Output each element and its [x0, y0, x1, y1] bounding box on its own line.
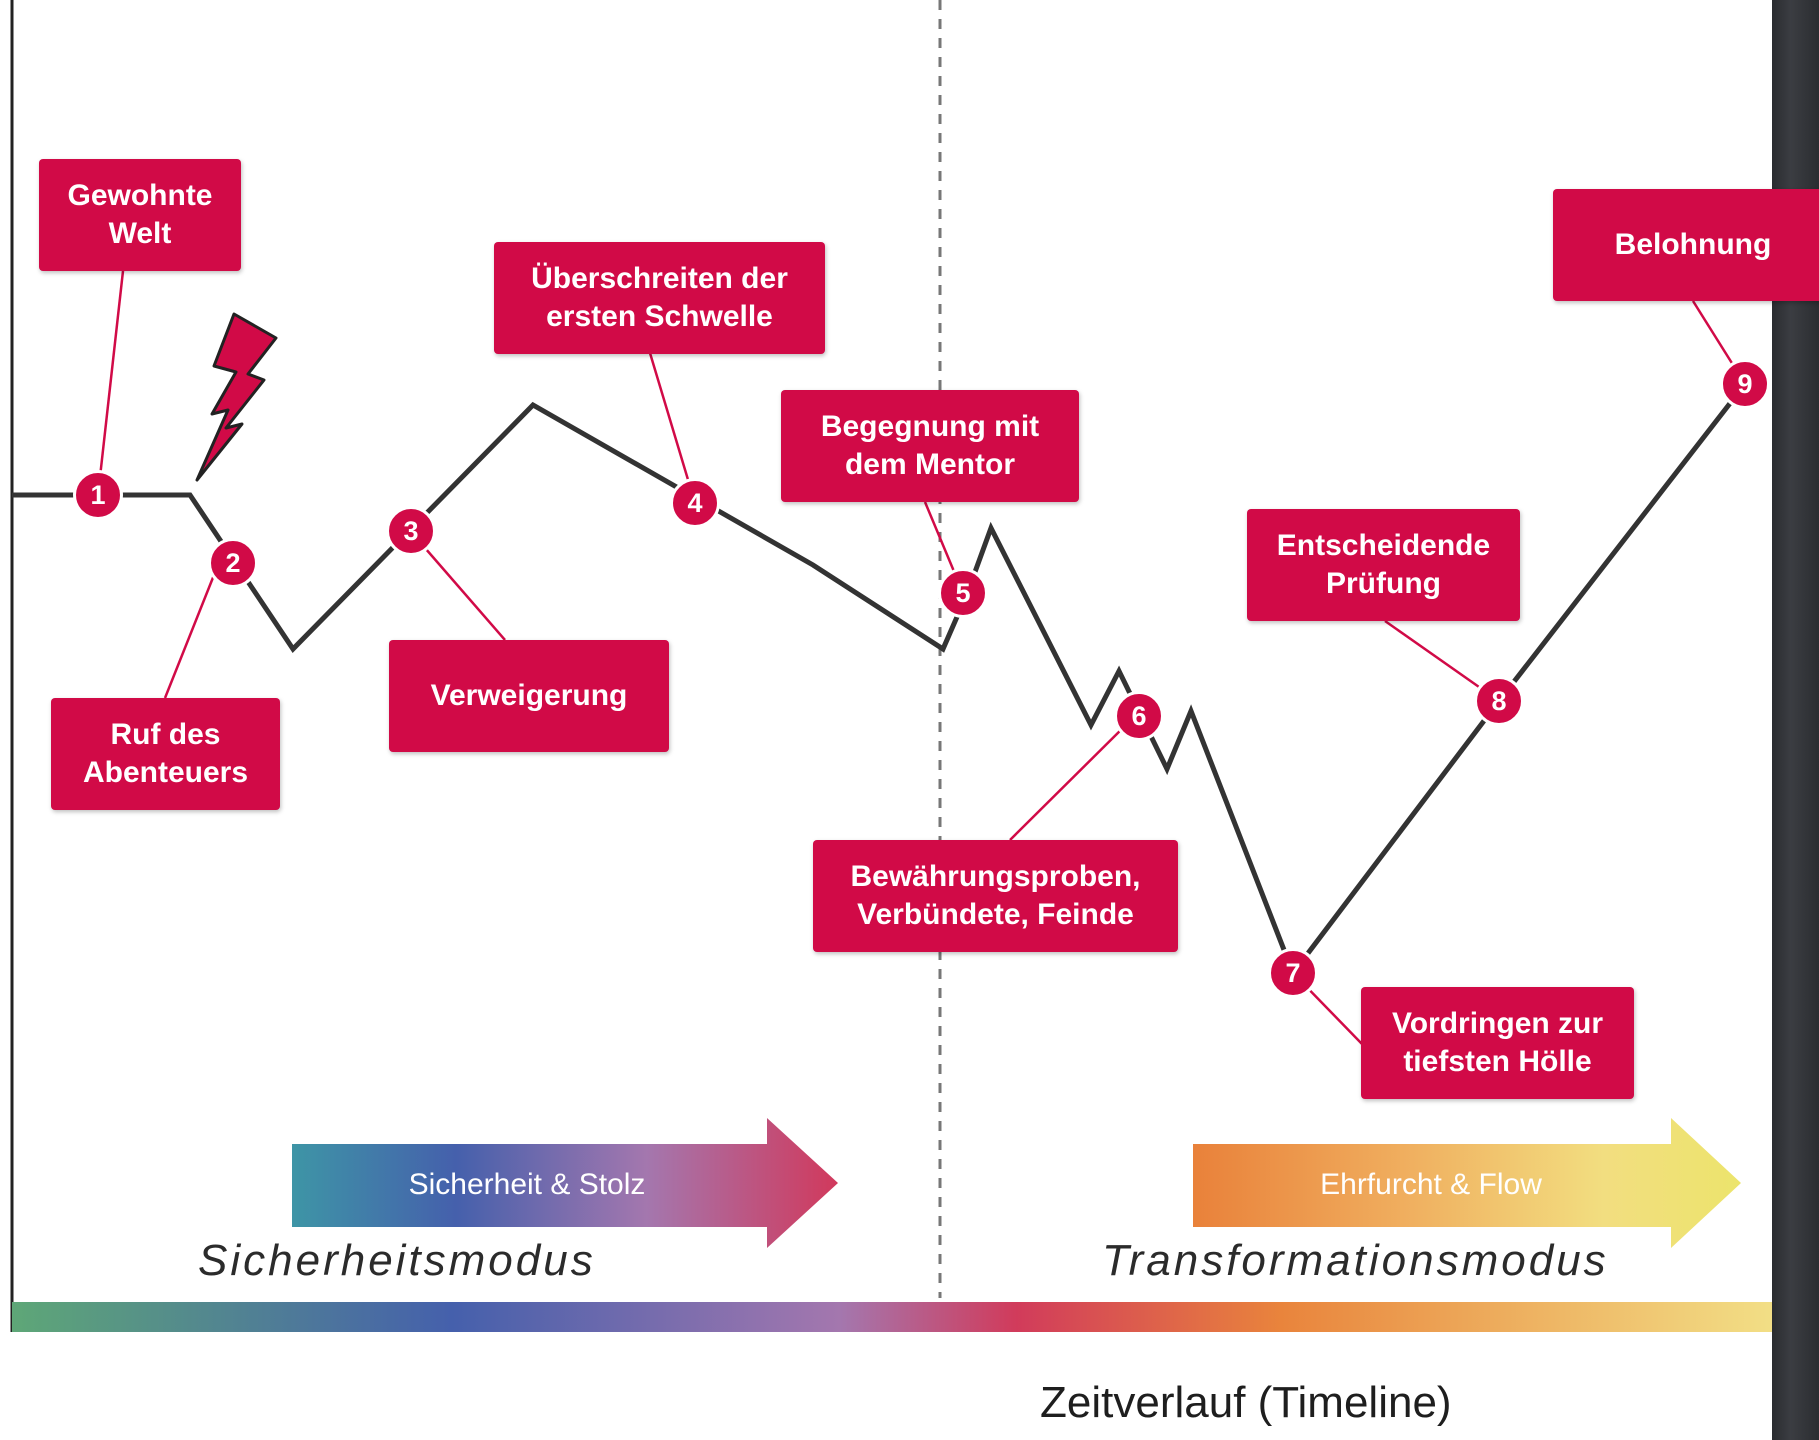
- stage-marker-3: 3: [386, 506, 436, 556]
- stage-marker-4: 4: [670, 478, 720, 528]
- label-gewohnte-welt: Gewohnte Welt: [39, 159, 241, 271]
- label-begegnung-mit-dem-mentor: Begegnung mit dem Mentor: [781, 390, 1079, 502]
- lightning-bolt-icon: [195, 312, 278, 482]
- mode-left-label: Sicherheitsmodus: [198, 1236, 596, 1285]
- stage-marker-5: 5: [938, 568, 988, 618]
- label-entscheidende-pruefung: Entscheidende Prüfung: [1247, 509, 1520, 621]
- mode-right-label: Transformationsmodus: [1102, 1236, 1609, 1285]
- connector-1: [96, 270, 125, 496]
- arrow-left-label: Sicherheit & Stolz: [408, 1168, 646, 1201]
- label-ueberschreiten-der-ersten-schwelle: Überschreiten der ersten Schwelle: [494, 242, 825, 354]
- stage-marker-7: 7: [1268, 948, 1318, 998]
- journey-line: [12, 382, 1747, 979]
- label-ruf-des-abenteuers: Ruf des Abenteuers: [51, 698, 280, 810]
- connector-2: [163, 564, 220, 699]
- connector-6: [1009, 711, 1140, 841]
- stage-marker-9: 9: [1720, 359, 1770, 409]
- timeline-bar: [12, 1302, 1774, 1332]
- stage-marker-8: 8: [1474, 676, 1524, 726]
- label-vordringen-zur-tiefsten-hoelle: Vordringen zur tiefsten Hölle: [1361, 987, 1634, 1099]
- connector-3: [411, 532, 506, 641]
- label-belohnung: Belohnung: [1553, 189, 1819, 301]
- stage-marker-6: 6: [1114, 691, 1164, 741]
- arrow-sicherheit: [292, 1118, 838, 1248]
- arrow-ehrfurcht: [1193, 1118, 1741, 1248]
- label-bewaehrungsproben: Bewährungsproben, Verbündete, Feinde: [813, 840, 1178, 952]
- label-verweigerung: Verweigerung: [389, 640, 669, 752]
- timeline-label: Zeitverlauf (Timeline): [1040, 1378, 1452, 1427]
- stage-marker-1: 1: [73, 470, 123, 520]
- stage-marker-2: 2: [208, 538, 258, 588]
- arrow-right-label: Ehrfurcht & Flow: [1320, 1168, 1542, 1201]
